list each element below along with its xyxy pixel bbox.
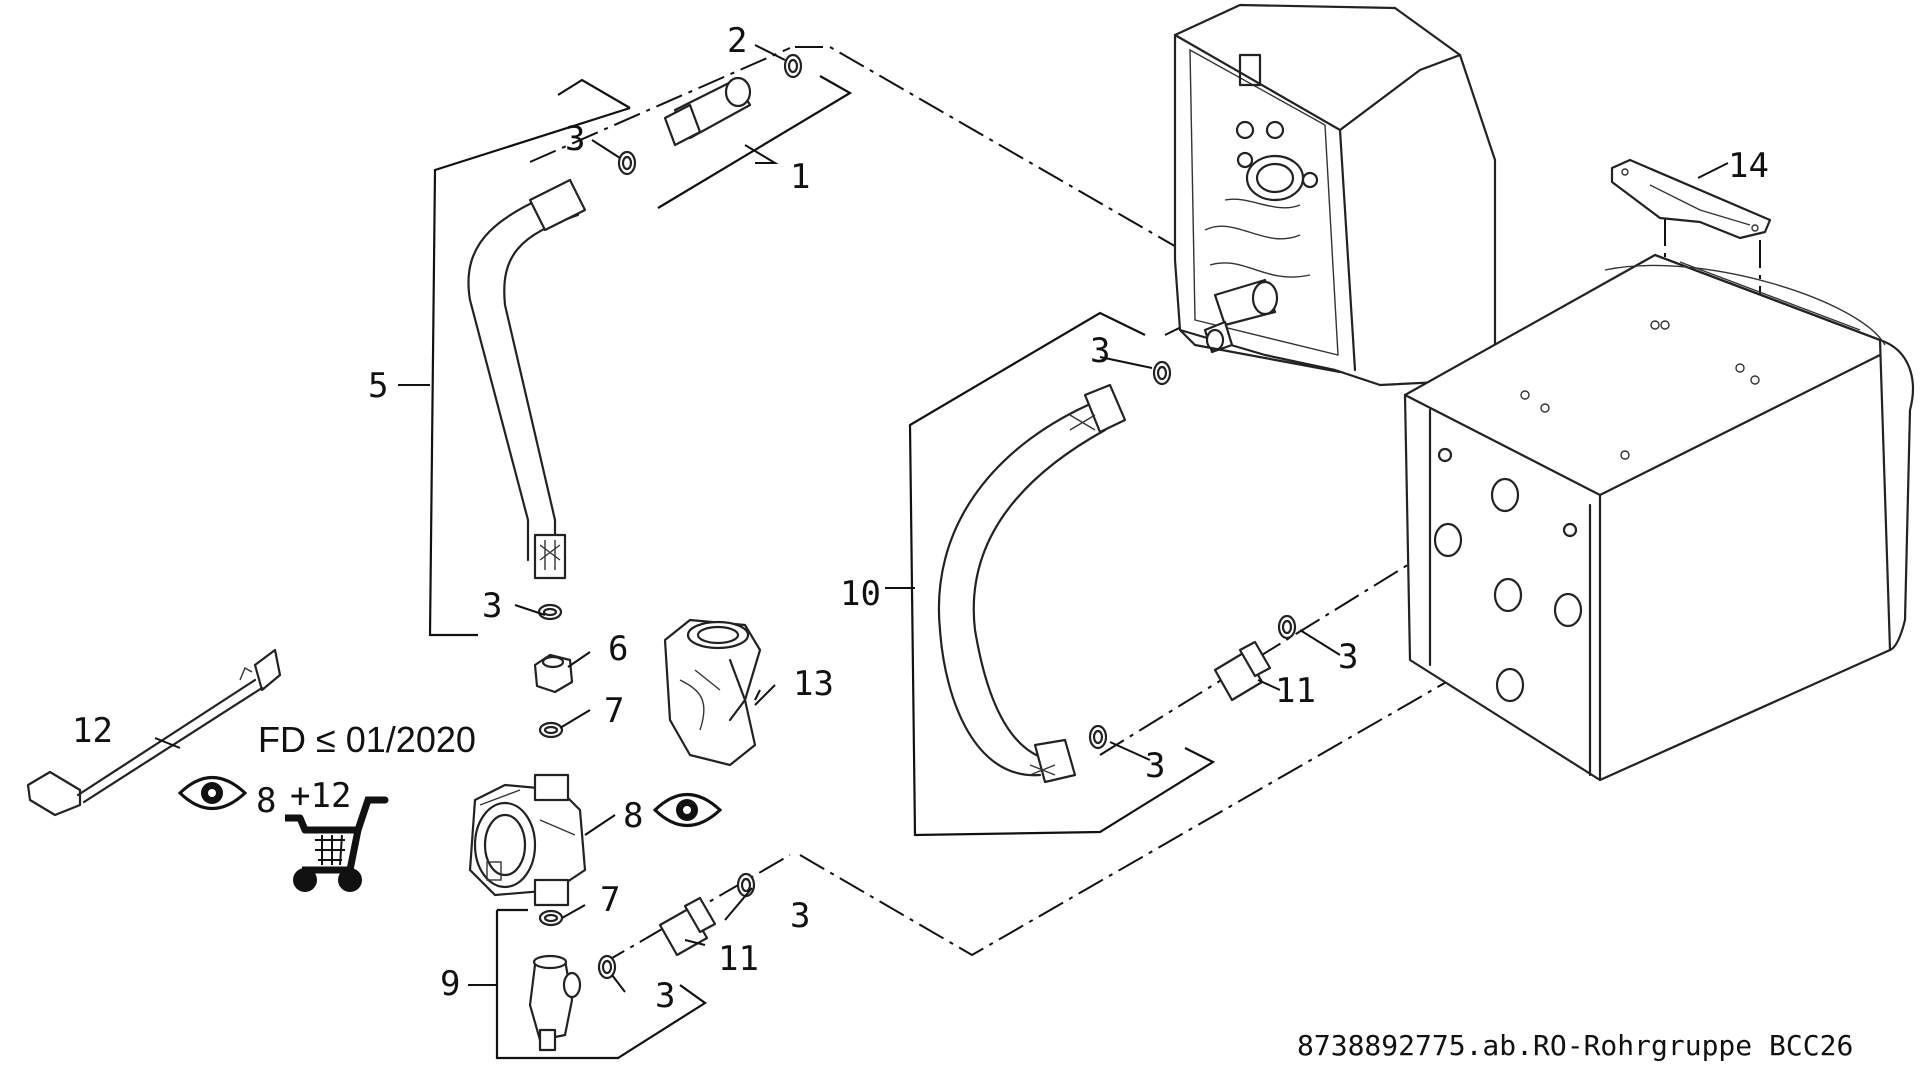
seal-ring	[617, 150, 637, 176]
seal-ring	[736, 872, 756, 898]
storage-tank	[1403, 253, 1914, 782]
tank-connections	[1433, 447, 1583, 703]
grouping-brackets	[428, 75, 1216, 1060]
callout-3: 3	[1145, 746, 1165, 786]
callout-2: 2	[727, 21, 747, 61]
flexible-hose-left	[467, 178, 587, 580]
callout-6: 6	[608, 629, 628, 669]
callout-13: 13	[793, 664, 834, 704]
seal-ring	[1277, 614, 1297, 640]
threaded-nipple	[1213, 640, 1272, 702]
callout-1: 1	[790, 157, 810, 197]
callout-11: 11	[1275, 671, 1316, 711]
mounting-bracket	[1610, 158, 1772, 240]
flexible-hose-right	[937, 383, 1127, 784]
pipe-nipple	[663, 76, 752, 147]
callout-14: 14	[1728, 146, 1769, 186]
circulation-pump	[468, 773, 587, 907]
assembly-axis-lines	[529, 46, 1761, 966]
seal-ring	[537, 603, 563, 621]
fill-drain-valve	[528, 954, 582, 1052]
callout-11: 11	[718, 939, 759, 979]
callout-9: 9	[440, 964, 460, 1004]
eye-icon	[652, 793, 723, 827]
seal-ring	[538, 721, 564, 739]
leader-lines	[154, 44, 1729, 993]
callout-3: 3	[655, 976, 675, 1016]
callout-labels: 1 2 3 3 3 3 3 3 3 5 6 7 7 8 9 10 11 11 1…	[72, 21, 1769, 1016]
callout-5: 5	[368, 366, 388, 406]
eye-reference-number: 8	[256, 781, 276, 821]
shopping-cart-icon	[285, 796, 389, 892]
callout-10: 10	[840, 574, 881, 614]
seal-ring	[1152, 360, 1172, 386]
callout-12: 12	[72, 711, 113, 751]
eye-icon	[177, 776, 248, 810]
cart-reference-number: +12	[290, 776, 351, 816]
seal-ring	[1088, 724, 1108, 750]
seal-ring	[783, 53, 803, 79]
threaded-nipple	[658, 896, 717, 957]
boiler-heat-cell	[1173, 3, 1497, 387]
callout-3: 3	[482, 586, 502, 626]
drawing-caption: 8738892775.ab.RO-Rohrgruppe BCC26	[1297, 1029, 1853, 1062]
callout-8: 8	[623, 796, 643, 836]
fd-date-note: FD ≤ 01/2020	[258, 719, 476, 760]
union-nut	[533, 653, 574, 694]
pump-cable	[26, 648, 282, 817]
pump-insulation-shell	[663, 618, 762, 767]
callout-3: 3	[565, 119, 585, 159]
callout-3: 3	[1090, 331, 1110, 371]
callout-7: 7	[604, 691, 624, 731]
seal-ring	[538, 909, 564, 927]
callout-3: 3	[790, 896, 810, 936]
callout-7: 7	[600, 880, 620, 920]
callout-3: 3	[1338, 637, 1358, 677]
seal-ring	[597, 954, 617, 980]
